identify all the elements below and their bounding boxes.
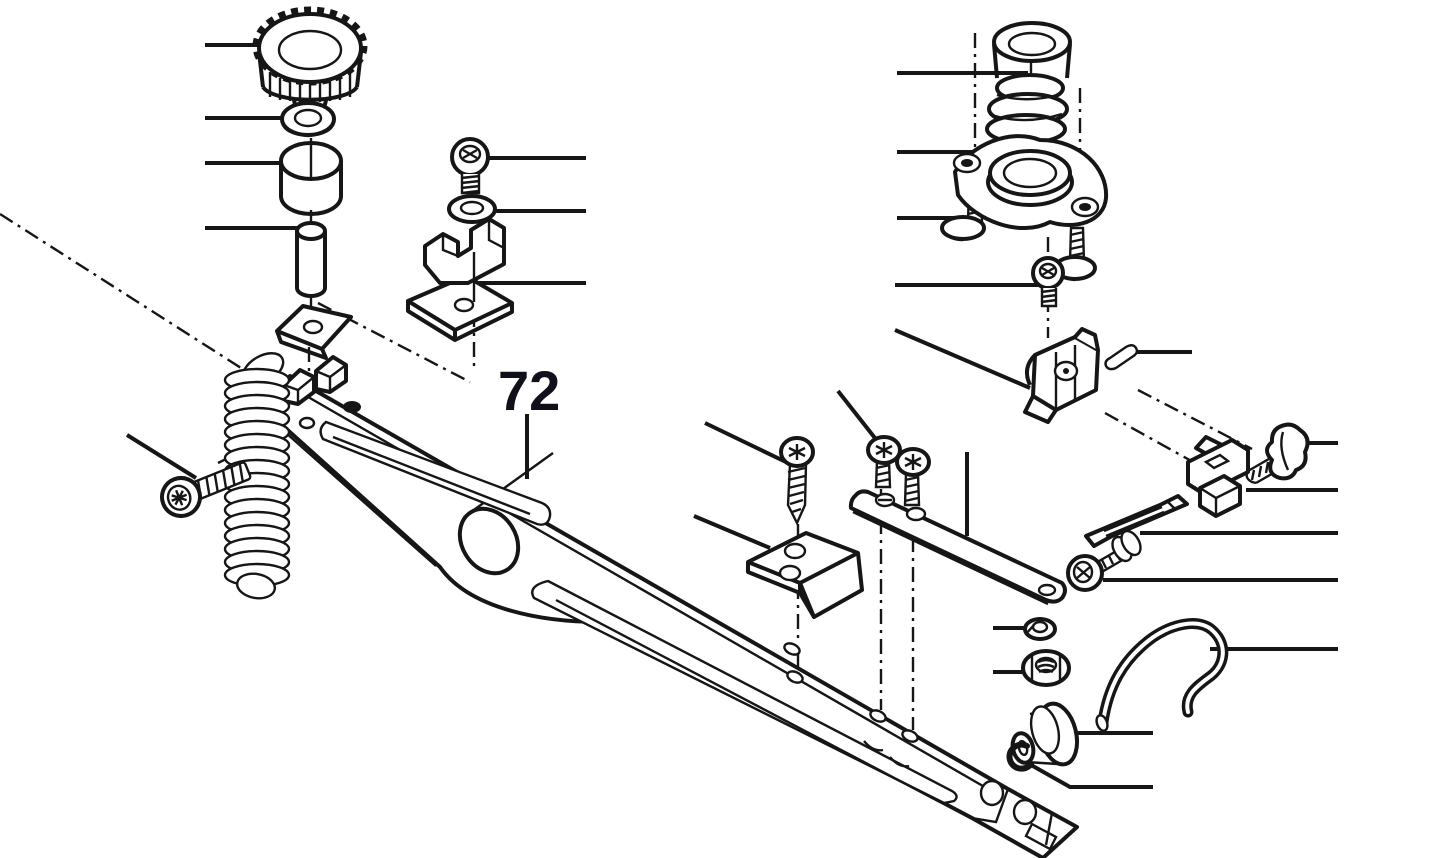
thumb-knob — [252, 6, 368, 117]
link-bar — [848, 489, 1067, 606]
bushing — [279, 141, 343, 216]
pan-head-screw-2 — [895, 447, 931, 507]
clamp-pin — [1104, 344, 1139, 371]
part-number-label: 72 — [498, 359, 560, 422]
callout-leaders — [125, 43, 1338, 789]
u-clamp-bracket — [406, 217, 514, 342]
pivot-clamp — [1023, 327, 1100, 424]
hook-handle — [1095, 618, 1229, 732]
wing-bolt — [1245, 422, 1310, 485]
socket-head-screw — [450, 137, 490, 195]
angle-bracket — [746, 531, 864, 619]
lock-washer-b — [1023, 617, 1057, 641]
e-clip — [1006, 741, 1034, 772]
slide-bracket — [1186, 435, 1250, 518]
pivot-pin — [295, 221, 327, 298]
roller-spool — [1010, 701, 1080, 767]
flange-screw-right — [1053, 226, 1097, 282]
small-socket-screw — [1031, 256, 1065, 308]
bellows-grommet — [985, 21, 1072, 145]
lock-washer-a — [447, 194, 497, 224]
flange-plate — [952, 134, 1109, 231]
pan-head-screw-1 — [866, 435, 902, 489]
hex-nut — [1021, 649, 1071, 687]
front-phillips-screw — [160, 461, 252, 518]
knob-washer — [280, 101, 336, 138]
lever-blade — [1084, 494, 1189, 548]
tapping-screw — [779, 436, 815, 526]
shoulder-bolt — [1066, 529, 1142, 592]
wedge-pointer — [275, 304, 353, 360]
main-arm — [260, 355, 1079, 858]
